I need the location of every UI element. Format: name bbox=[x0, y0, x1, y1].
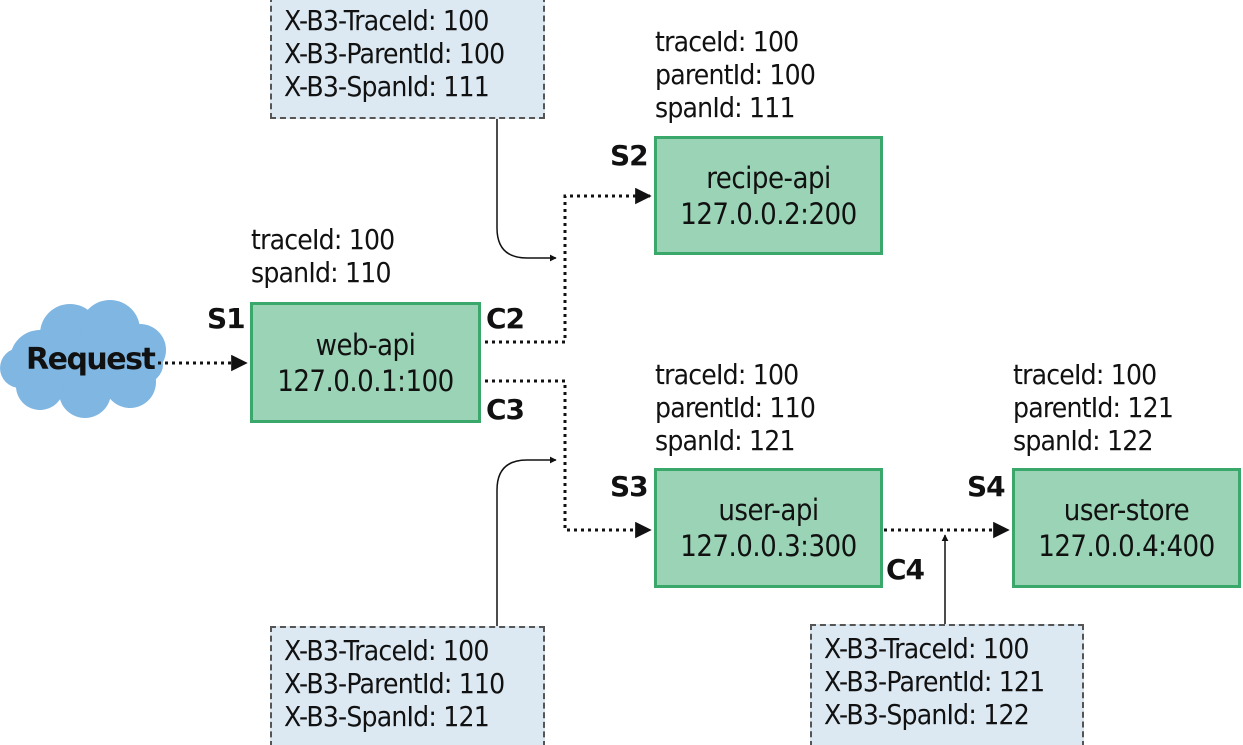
c3-to-s3-arrow bbox=[485, 379, 652, 539]
service-name: recipe-api bbox=[706, 160, 831, 195]
service-web-api: web-api 127.0.0.1:100 bbox=[250, 302, 481, 423]
client-tag-c2: C2 bbox=[486, 302, 525, 335]
service-tag-s2: S2 bbox=[610, 139, 649, 172]
request-cloud bbox=[0, 300, 166, 418]
service-address: 127.0.0.2:200 bbox=[680, 196, 857, 231]
span-info-s1: traceId: 100 spanId: 110 bbox=[251, 223, 395, 289]
b3-headers-c3: X-B3-TraceId: 100 X-B3-ParentId: 110 X-B… bbox=[270, 626, 545, 745]
service-recipe-api: recipe-api 127.0.0.2:200 bbox=[654, 136, 883, 255]
service-name: user-api bbox=[718, 493, 819, 527]
span-info-s4: traceId: 100 parentId: 121 spanId: 122 bbox=[1013, 358, 1174, 457]
span-info-s3: traceId: 100 parentId: 110 spanId: 121 bbox=[655, 358, 816, 457]
service-user-store: user-store 127.0.0.4:400 bbox=[1012, 468, 1241, 588]
request-label: Request bbox=[26, 342, 156, 377]
service-name: user-store bbox=[1063, 493, 1190, 527]
b3-headers-c2: X-B3-TraceId: 100 X-B3-ParentId: 100 X-B… bbox=[270, 0, 545, 119]
service-tag-s1: S1 bbox=[207, 302, 246, 335]
b3-headers-c4: X-B3-TraceId: 100 X-B3-ParentId: 121 X-B… bbox=[810, 624, 1084, 745]
service-address: 127.0.0.1:100 bbox=[277, 363, 454, 398]
c3-header-callout bbox=[496, 456, 557, 626]
client-tag-c4: C4 bbox=[886, 553, 925, 586]
span-info-s2: traceId: 100 parentId: 100 spanId: 111 bbox=[655, 25, 816, 124]
client-tag-c3: C3 bbox=[486, 393, 525, 426]
c2-to-s2-arrow bbox=[485, 187, 652, 344]
service-user-api: user-api 127.0.0.3:300 bbox=[654, 468, 883, 588]
service-address: 127.0.0.4:400 bbox=[1038, 529, 1215, 563]
service-address: 127.0.0.3:300 bbox=[680, 529, 857, 563]
service-tag-s3: S3 bbox=[610, 470, 649, 503]
service-name: web-api bbox=[315, 327, 416, 362]
service-tag-s4: S4 bbox=[967, 470, 1006, 503]
c2-header-callout bbox=[496, 118, 557, 262]
